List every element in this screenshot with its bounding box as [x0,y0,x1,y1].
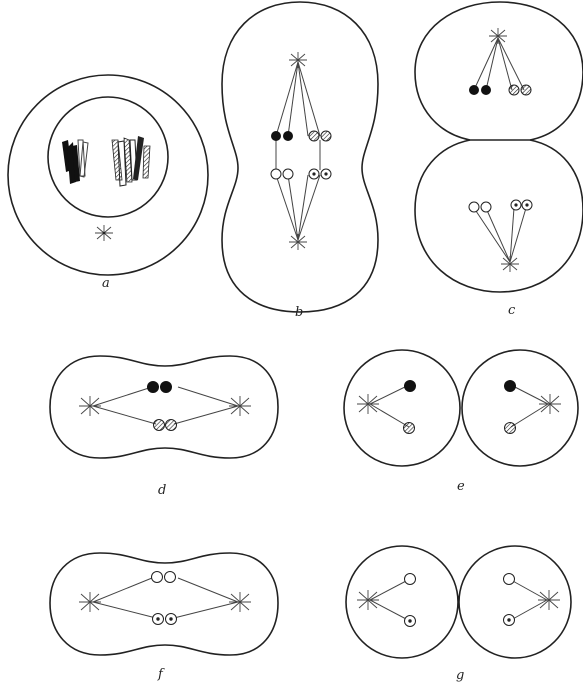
panel-label-e: e [457,479,465,494]
chromosome-hatched [505,423,516,434]
panel-b: b [222,2,378,320]
panel-label-f: f [157,667,165,682]
chromosome-dotted-pair [153,614,177,625]
cell-membrane-right [462,350,578,466]
chromosome-hatched [143,146,150,178]
panel-e: e [344,350,578,494]
centrosome-aster-right [538,590,560,610]
spindle-left [370,385,409,427]
cell-membrane-bottom [415,140,583,292]
panel-f: f [50,553,278,682]
chromosome-dotted [504,615,515,626]
spindle-right [511,385,548,427]
spindle [93,578,238,618]
panel-g: g [346,546,571,682]
panel-label-c: c [508,303,516,318]
centrosome-aster-right [229,396,251,416]
chromosome-black [160,381,172,393]
chromosome-hatched [112,140,122,180]
chromosome-hatched [166,420,177,431]
centrosome-aster-left [79,592,101,612]
centrosome-aster-bottom [289,234,307,250]
chromosome-dotted [405,616,416,627]
spindle-top [474,38,524,90]
chromosome-hatched [509,85,519,95]
chromosome-cluster-right [112,136,150,186]
chromosome-dotted-pair [309,169,331,179]
chromosome-black [469,85,479,95]
cell-membrane-dividing [222,2,378,312]
centrosome-aster-top [489,28,507,44]
centrosome-aster-left [357,394,379,414]
chromosome-open [504,574,515,585]
cell-membrane-top [415,2,583,140]
centrosome-aster-top [289,52,307,68]
panel-label-d: d [158,483,166,498]
cell-membrane-right [459,546,571,658]
panel-a: a [8,75,208,291]
panel-d: d [50,356,278,498]
cell-membrane [8,75,208,275]
chromosome-black [481,85,491,95]
cell-membrane-elongated [50,553,278,655]
cell-membrane-left [344,350,460,466]
chromosome-open [152,572,163,583]
chromosome-open [271,169,281,179]
chromosome-hatched [154,420,165,431]
chromosome-open [283,169,293,179]
panel-label-a: a [102,276,110,291]
chromosome-black [504,380,516,392]
cell-membrane-elongated [50,356,278,458]
cell-membrane-left [346,546,458,658]
centrosome-aster-left [79,396,101,416]
panel-c: c [415,2,583,318]
panel-label-g: g [456,668,464,682]
chromosome-hatched [404,423,415,434]
spindle-bottom [474,208,526,262]
chromosome-black [147,381,159,393]
centrosome-aster-right [539,394,561,414]
panel-label-b: b [295,305,303,320]
centrosome-aster-bottom [501,256,519,272]
chromosome-dotted-pair [511,200,532,210]
spindle [276,62,320,240]
chromosome-black [283,131,293,141]
chromosome-open [165,572,176,583]
chromosome-open [405,574,416,585]
centrosome-aster-left [357,590,379,610]
centrosome-aster-right [229,592,251,612]
chromosome-hatched [309,131,319,141]
chromosome-open [481,202,491,212]
chromosome-open [469,202,479,212]
chromosome-cluster-left [62,140,88,184]
chromosome-black [271,131,281,141]
chromosome-black [404,380,416,392]
chromosome-hatched [321,131,331,141]
centrosome-aster [95,225,113,241]
chromosome-hatched [521,85,531,95]
